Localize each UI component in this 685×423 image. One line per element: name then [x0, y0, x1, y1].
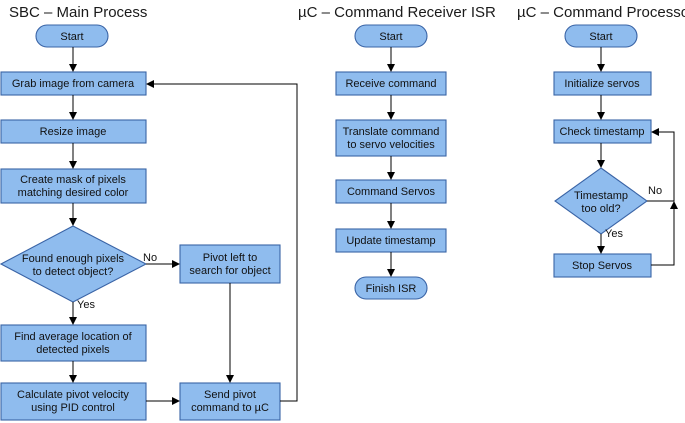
finish-isr-label: Finish ISR [366, 283, 417, 295]
find-average-label-line2: detected pixels [36, 344, 110, 356]
main-start-terminal [35, 24, 109, 48]
timestamp-old-label-line1: Timestamp [574, 190, 628, 202]
check-timestamp-label: Check timestamp [560, 126, 645, 138]
update-timestamp-label: Update timestamp [346, 235, 435, 247]
timestamp-old-no-label: No [648, 185, 662, 197]
title-command-processor: µC – Command Processor [517, 4, 685, 21]
translate-command-label-line2: to servo velocities [347, 139, 435, 151]
receiver-start-label: Start [379, 31, 402, 43]
found-pixels-no-label: No [143, 252, 157, 264]
initialize-servos-label: Initialize servos [564, 78, 640, 90]
processor-start-label: Start [589, 31, 612, 43]
find-average-step [0, 324, 147, 362]
pivot-left-label-line2: search for object [189, 265, 270, 277]
main-start-label: Start [60, 31, 83, 43]
arrow-stop-loop [651, 201, 678, 266]
pivot-left-label-line1: Pivot left to [203, 252, 257, 264]
found-pixels-label-line1: Found enough pixels [22, 253, 125, 265]
timestamp-old-label-line2: too old? [581, 203, 620, 215]
grab-image-label: Grab image from camera [12, 78, 135, 90]
pivot-left-step [179, 244, 281, 284]
create-mask-label-line2: matching desired color [18, 187, 129, 199]
finish-isr-terminal [354, 276, 428, 300]
initialize-servos-step [553, 71, 652, 96]
create-mask-label-line1: Create mask of pixels [20, 174, 126, 186]
command-servos-label: Command Servos [347, 186, 436, 198]
send-pivot-label-line1: Send pivot [204, 389, 256, 401]
title-main-process: SBC – Main Process [9, 4, 147, 21]
send-pivot-step [179, 382, 281, 421]
arrow-loop-back-to-grab [146, 80, 298, 402]
send-pivot-label-line2: command to µC [191, 402, 269, 414]
find-average-label-line1: Find average location of [14, 331, 132, 343]
translate-command-label-line1: Translate command [343, 126, 440, 138]
calculate-velocity-label-line1: Calculate pivot velocity [17, 389, 129, 401]
create-mask-step [0, 168, 147, 204]
timestamp-old-yes-label: Yes [605, 228, 623, 240]
calculate-velocity-label-line2: using PID control [31, 402, 115, 414]
found-pixels-yes-label: Yes [77, 299, 95, 311]
translate-command-step [335, 119, 447, 157]
resize-image-label: Resize image [40, 126, 107, 138]
title-command-receiver: µC – Command Receiver ISR [298, 4, 496, 21]
receive-command-label: Receive command [345, 78, 436, 90]
arrow-decision-no-loop [647, 128, 675, 202]
stop-servos-label: Stop Servos [572, 260, 632, 272]
found-pixels-label-line2: to detect object? [33, 266, 114, 278]
